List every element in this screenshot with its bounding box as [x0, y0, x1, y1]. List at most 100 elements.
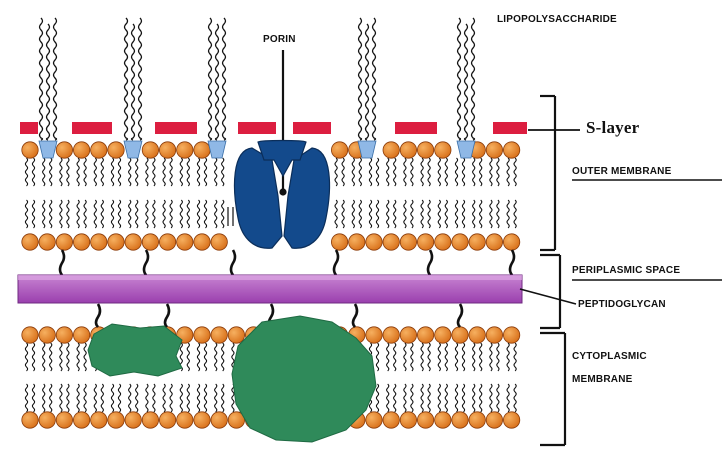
lipid-tail	[67, 200, 69, 228]
phospholipid-head	[228, 327, 244, 343]
lipid-tail	[411, 384, 413, 412]
phospholipid-head	[159, 234, 175, 250]
lipid-tail	[342, 200, 344, 228]
phospholipid-head	[503, 412, 519, 428]
lipid-tail	[507, 384, 509, 412]
lipid-tail	[32, 200, 34, 228]
lipid-tail	[84, 343, 86, 371]
lps-core	[39, 141, 57, 158]
phospholipid-head	[469, 327, 485, 343]
lipid-tail	[84, 384, 86, 412]
lipid-tail	[376, 384, 378, 412]
lipid-tail	[490, 343, 492, 371]
lipid-tail	[411, 200, 413, 228]
lipid-tail	[497, 200, 499, 228]
lipid-tail	[77, 384, 79, 412]
phospholipid-head	[22, 142, 38, 158]
lipid-tail	[455, 200, 457, 228]
lipid-tail	[204, 200, 206, 228]
lipid-tail	[84, 200, 86, 228]
lipid-tail	[497, 158, 499, 186]
lipid-tail	[25, 384, 27, 412]
lipid-tail	[462, 343, 464, 371]
lipid-tail	[43, 200, 45, 228]
lipid-tail	[428, 343, 430, 371]
phospholipid-head	[159, 412, 175, 428]
phospholipid-head	[91, 234, 107, 250]
phospholipid-head	[194, 142, 210, 158]
lipoprotein-link	[165, 304, 169, 327]
phospholipid-head	[177, 234, 193, 250]
lipoprotein-link	[428, 250, 432, 275]
lipid-tail	[170, 158, 172, 186]
lipid-tail	[118, 200, 120, 228]
lipid-tail	[60, 158, 62, 186]
phospholipid-head	[417, 234, 433, 250]
phospholipid-head	[435, 142, 451, 158]
lipid-tail	[204, 384, 206, 412]
lipopolysaccharide-label: LIPOPOLYSACCHARIDE	[497, 14, 617, 25]
lipid-tail	[421, 384, 423, 412]
o-antigen-chain	[139, 18, 142, 140]
phospholipid-head	[383, 412, 399, 428]
phospholipid-head	[452, 234, 468, 250]
phospholipid-head	[400, 327, 416, 343]
lipid-tail	[376, 200, 378, 228]
phospholipid-head	[452, 412, 468, 428]
lipoprotein-link	[144, 250, 148, 275]
lipid-tail	[67, 158, 69, 186]
o-antigen-chain	[54, 18, 57, 140]
phospholipid-head	[435, 327, 451, 343]
lipid-tail	[50, 158, 52, 186]
lipid-tail	[404, 384, 406, 412]
lipid-tail	[428, 384, 430, 412]
lipid-tail	[394, 200, 396, 228]
membrane-protein-small	[88, 324, 182, 376]
phospholipid-head	[435, 234, 451, 250]
phospholipid-head	[73, 327, 89, 343]
o-antigen-chain	[472, 18, 475, 140]
lipid-tail	[187, 158, 189, 186]
lipid-tail	[497, 384, 499, 412]
lipid-tail	[507, 158, 509, 186]
phospholipid-head	[486, 142, 502, 158]
phospholipid-head	[366, 327, 382, 343]
phospholipid-head	[108, 412, 124, 428]
lipid-tail	[43, 343, 45, 371]
phospholipid-head	[400, 142, 416, 158]
lipid-tail	[146, 384, 148, 412]
lipid-tail	[180, 158, 182, 186]
phospholipid-head	[331, 142, 347, 158]
lps-core	[208, 141, 226, 158]
o-antigen-chain	[373, 18, 376, 140]
lipid-tail	[215, 384, 217, 412]
phospholipid-head	[331, 234, 347, 250]
lipid-tail	[387, 343, 389, 371]
phospholipid-head	[211, 412, 227, 428]
lps-core	[124, 141, 142, 158]
lipoprotein-link	[353, 304, 357, 327]
phospholipid-head	[366, 412, 382, 428]
lipid-tail	[222, 158, 224, 186]
lipid-tail	[445, 200, 447, 228]
lipid-tail	[411, 343, 413, 371]
lipid-tail	[514, 158, 516, 186]
lipid-tail	[438, 343, 440, 371]
lipid-tail	[445, 158, 447, 186]
s-layer-blocks	[20, 122, 527, 134]
lipid-tail	[67, 384, 69, 412]
lipid-tail	[455, 158, 457, 186]
lipid-tail	[376, 343, 378, 371]
phospholipid-head	[469, 234, 485, 250]
lipid-tail	[480, 200, 482, 228]
lipid-tail	[438, 200, 440, 228]
cytoplasmic-membrane-label-line1: CYTOPLASMIC	[572, 351, 647, 362]
lipid-tail	[352, 200, 354, 228]
lipid-tail	[445, 384, 447, 412]
lipid-tail	[146, 200, 148, 228]
lipid-tail	[163, 158, 165, 186]
lipid-tail	[462, 384, 464, 412]
phospholipid-head	[383, 142, 399, 158]
lipid-tail	[118, 158, 120, 186]
s-layer-block	[20, 122, 38, 134]
